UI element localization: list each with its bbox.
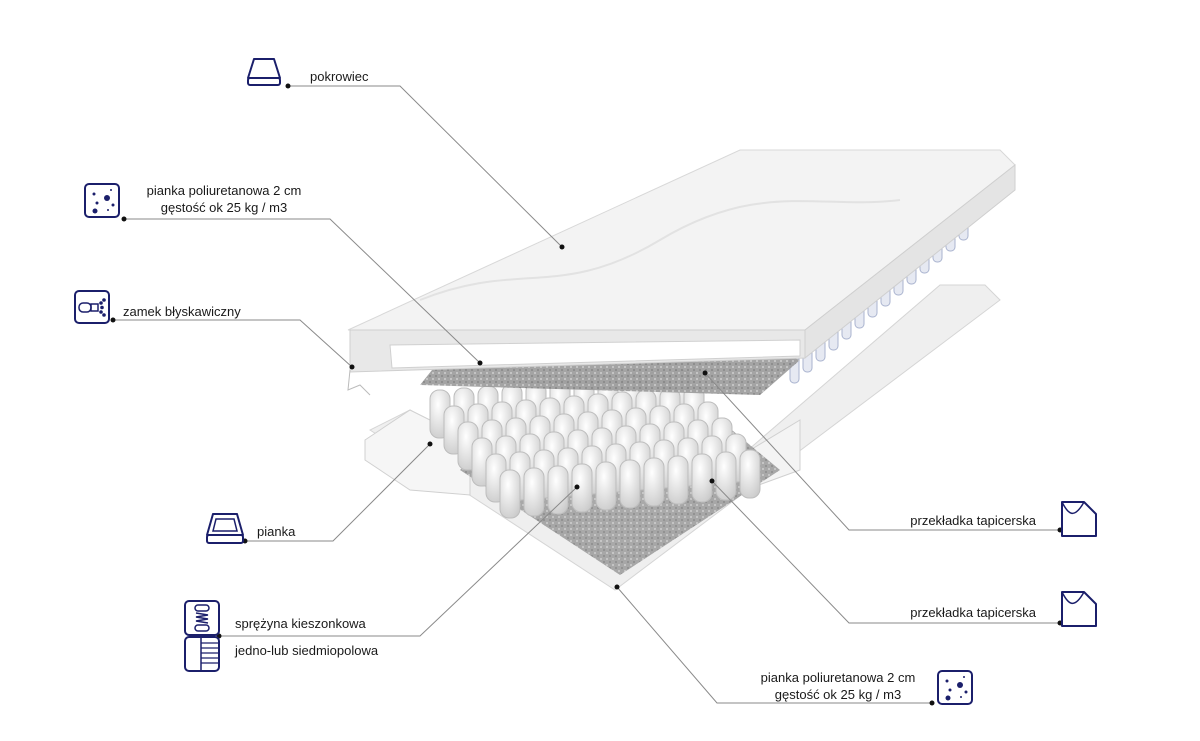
label-cover: pokrowiec (310, 69, 369, 84)
spring-pocket (691, 453, 713, 503)
spring-pocket (499, 469, 521, 519)
label-foam-bottom-line2: gęstość ok 25 kg / m3 (774, 687, 902, 702)
label-foam-frame: pianka (257, 524, 296, 539)
zone-layout-icon (184, 636, 220, 672)
cover-icon (247, 58, 281, 86)
label-foam-top-line1: pianka poliuretanowa 2 cm (146, 183, 302, 198)
padding-icon (1061, 591, 1097, 627)
leader-lines (113, 85, 1060, 704)
padding-icon (1061, 501, 1097, 537)
label-spring-line2: jedno-lub siedmiopolowa (235, 643, 379, 658)
pocket-springs (429, 201, 969, 519)
label-zipper: zamek błyskawiczny (123, 304, 241, 319)
label-foam-top: pianka poliuretanowa 2 cm gęstość ok 25 … (134, 182, 314, 216)
spring-pocket (595, 461, 617, 511)
label-spring-line1: sprężyna kieszonkowa (235, 616, 366, 631)
mattress-cover (347, 149, 1016, 396)
label-foam-bottom: pianka poliuretanowa 2 cm gęstość ok 25 … (745, 669, 931, 703)
spring-pocket (643, 457, 665, 507)
spring-pocket (715, 451, 737, 501)
spring-pocket (739, 449, 761, 499)
spring-pocket (619, 459, 641, 509)
label-foam-bottom-line1: pianka poliuretanowa 2 cm (760, 670, 916, 685)
pocket-spring-icon (184, 600, 220, 636)
label-foam-top-line2: gęstość ok 25 kg / m3 (160, 200, 288, 215)
spring-pocket (571, 463, 593, 513)
spring-pocket (523, 467, 545, 517)
label-padding-1: przekładka tapicerska (910, 513, 1036, 528)
foam-frame-icon (206, 513, 244, 544)
foam-density-icon (937, 670, 973, 705)
label-padding-2: przekładka tapicerska (910, 605, 1036, 620)
spring-pocket (667, 455, 689, 505)
foam-density-icon (84, 183, 120, 218)
spring-pocket (547, 465, 569, 515)
zipper-icon (74, 290, 110, 324)
